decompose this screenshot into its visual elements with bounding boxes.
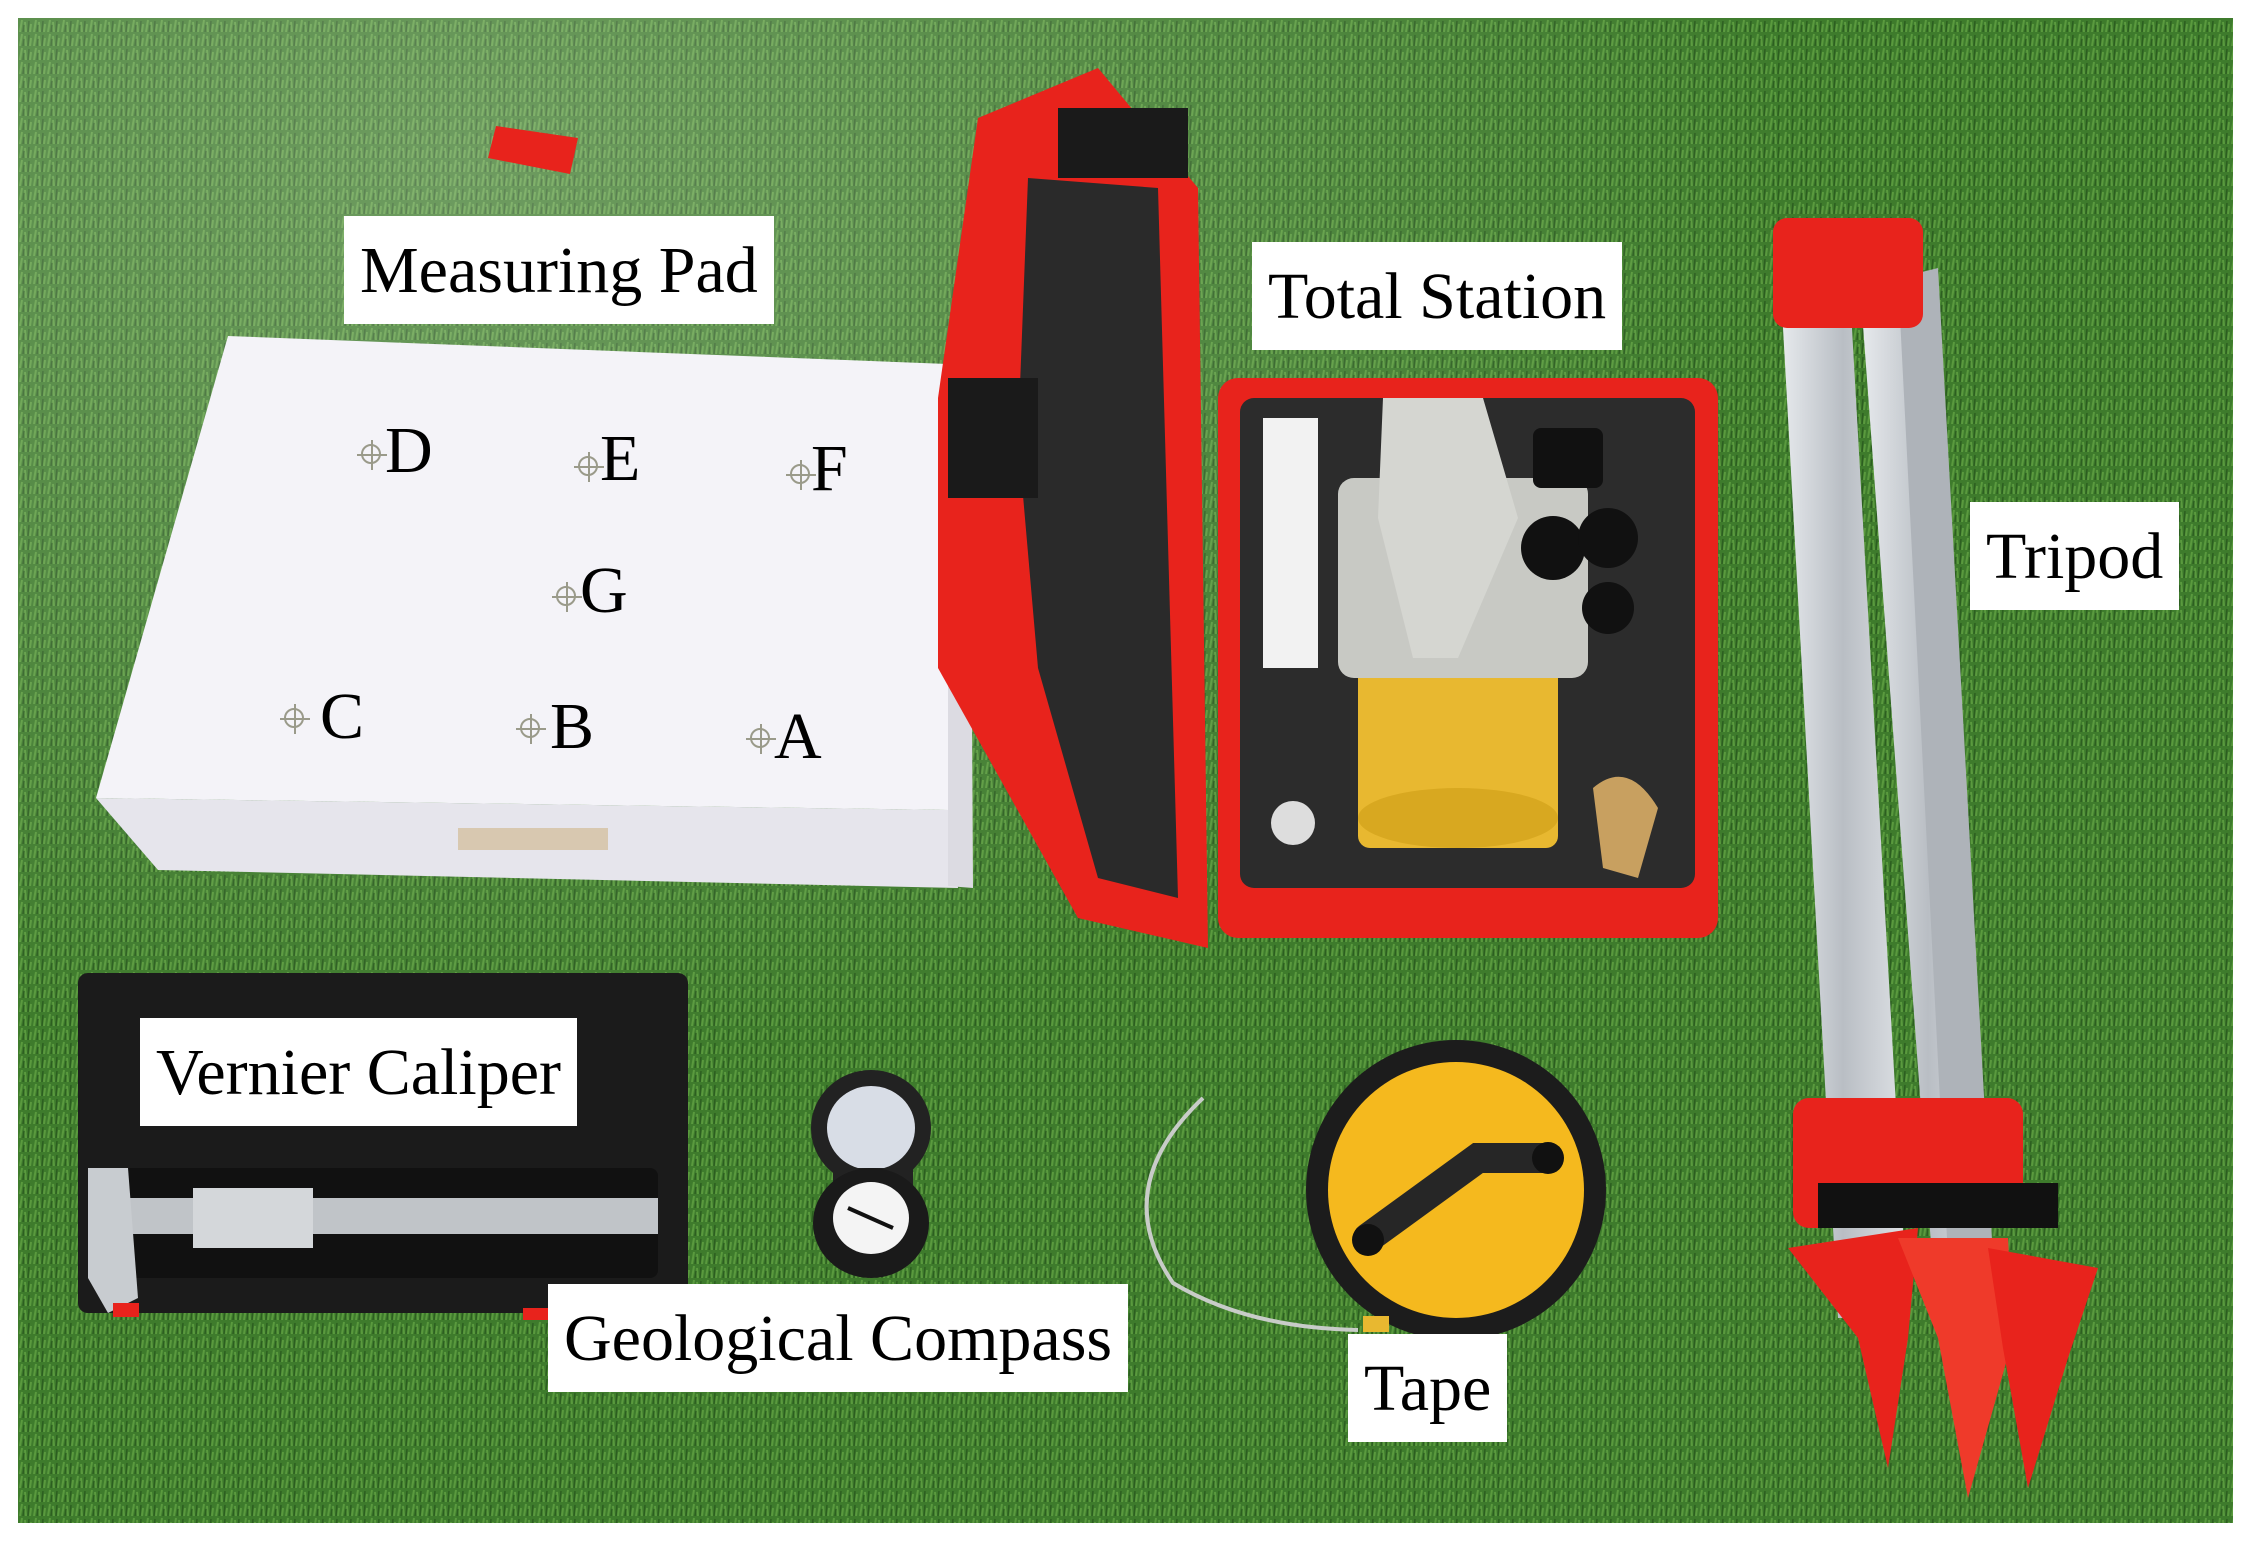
measuring-pad-box: [96, 336, 973, 888]
red-marker: [488, 126, 578, 174]
tripod-label: Tripod: [1970, 502, 2180, 610]
geological-compass-label: Geological Compass: [548, 1284, 1129, 1392]
tripod: [1773, 218, 2098, 1498]
target-mark-g: [552, 582, 582, 612]
measuring-pad-label: Measuring Pad: [344, 216, 774, 324]
point-label-e: E: [600, 422, 641, 495]
target-mark-e: [574, 452, 604, 482]
tape-label: Tape: [1348, 1334, 1508, 1442]
target-mark-d: [357, 440, 387, 470]
point-label-a: A: [774, 700, 822, 773]
point-label-b: B: [550, 690, 595, 763]
point-label-g: G: [580, 554, 628, 627]
geological-compass: [811, 1070, 931, 1278]
point-label-c: C: [320, 680, 365, 753]
equipment-photo: D E F G C B A Measuring Pad Total Statio…: [18, 18, 2233, 1523]
total-station-case: [938, 68, 1718, 948]
target-mark-a: [746, 724, 776, 754]
vernier-caliper-label: Vernier Caliper: [140, 1018, 577, 1126]
tape-measure: [1144, 1040, 1606, 1340]
total-station-label: Total Station: [1252, 242, 1623, 350]
target-mark-f: [786, 460, 816, 490]
point-label-f: F: [811, 432, 848, 505]
point-label-d: D: [385, 414, 433, 487]
target-mark-c: [280, 704, 310, 734]
target-mark-b: [516, 714, 546, 744]
